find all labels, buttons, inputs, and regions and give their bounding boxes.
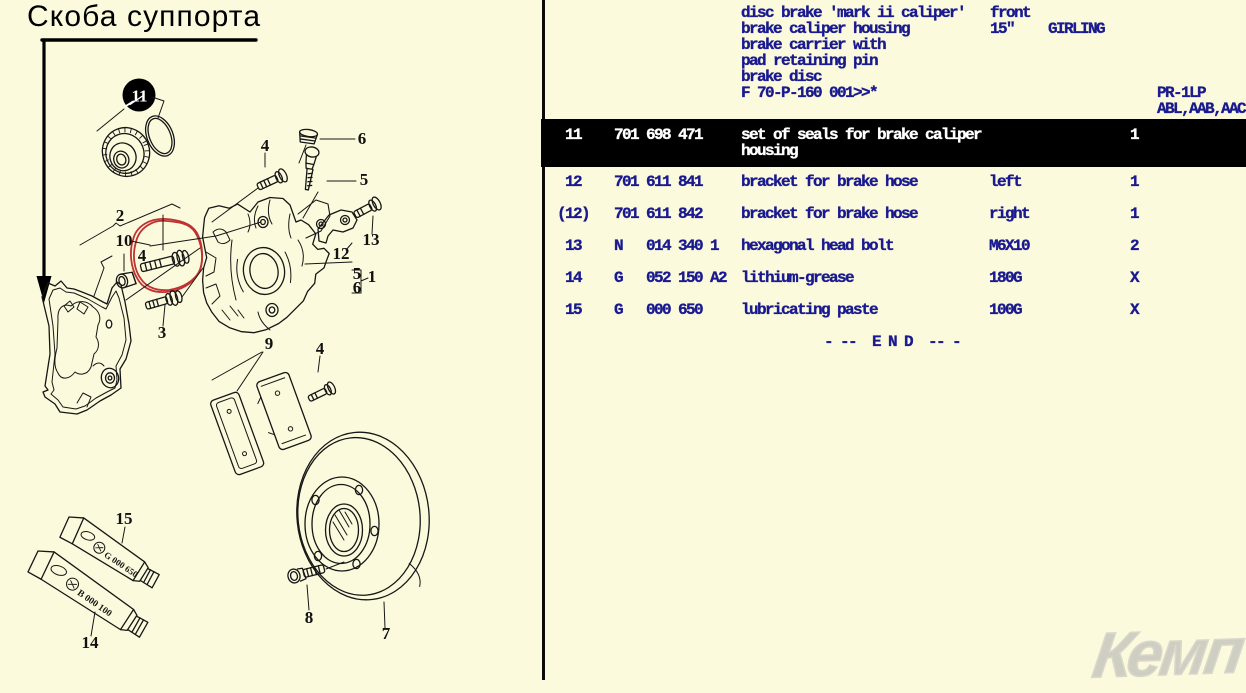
- svg-text:7: 7: [382, 624, 391, 643]
- svg-text:11: 11: [131, 87, 147, 106]
- svg-text:4: 4: [138, 246, 147, 265]
- svg-text:Скоба суппорта: Скоба суппорта: [27, 0, 260, 33]
- svg-text:14: 14: [82, 633, 100, 652]
- svg-text:10: 10: [116, 231, 133, 250]
- svg-text:6: 6: [353, 278, 362, 297]
- svg-text:2: 2: [116, 206, 125, 225]
- svg-text:1: 1: [368, 267, 377, 286]
- svg-text:12: 12: [333, 244, 350, 263]
- svg-text:3: 3: [158, 323, 167, 342]
- svg-text:8: 8: [305, 608, 314, 627]
- svg-text:9: 9: [265, 334, 274, 353]
- svg-text:6: 6: [358, 129, 367, 148]
- svg-text:13: 13: [363, 230, 380, 249]
- svg-text:5: 5: [353, 264, 362, 283]
- svg-text:4: 4: [316, 339, 325, 358]
- svg-text:15: 15: [116, 509, 133, 528]
- svg-text:4: 4: [261, 136, 270, 155]
- svg-text:5: 5: [360, 170, 369, 189]
